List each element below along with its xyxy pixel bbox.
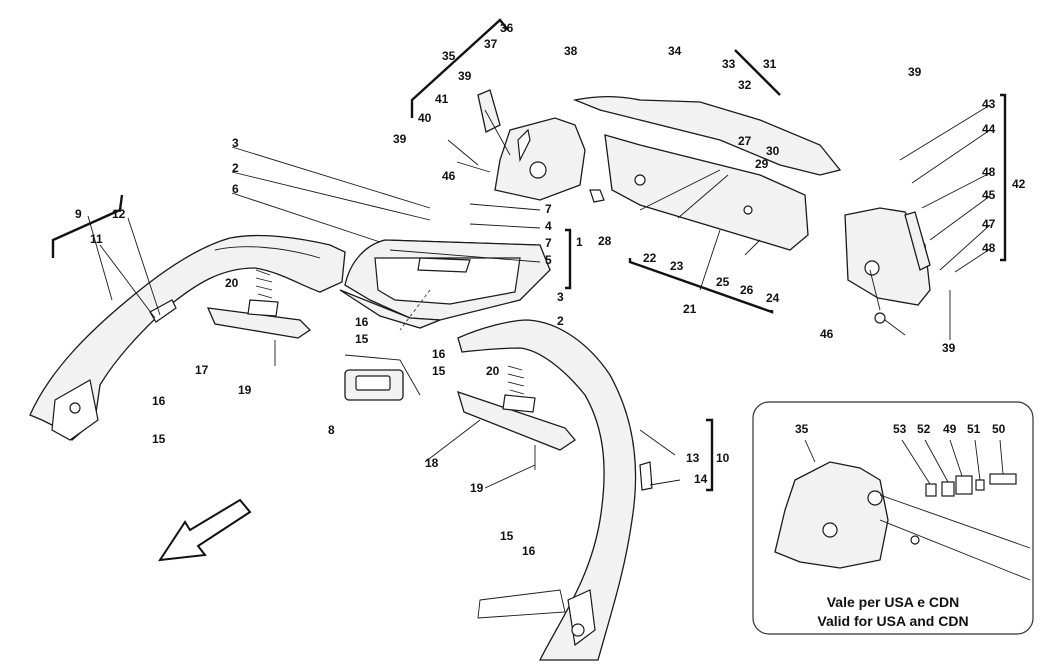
right-roof-rail [457,319,653,661]
callout-2b: 2 [557,314,564,328]
callout-48: 48 [982,165,996,179]
left-sun-visor [206,269,312,366]
callout-12: 12 [112,207,126,221]
callout-10: 10 [716,451,730,465]
callout-16c: 16 [432,347,446,361]
inset-callout-35: 35 [795,422,809,436]
callout-16: 16 [355,315,369,329]
callout-32: 32 [738,78,752,92]
callout-14: 14 [694,472,708,486]
direction-arrow [157,498,252,562]
callout-42: 42 [1012,177,1026,191]
callout-8: 8 [328,423,335,437]
callout-39: 38 [564,44,578,58]
callout-7: 7 [545,202,552,216]
leader-lines [87,104,991,489]
callout-46b: 46 [820,327,834,341]
callout-1: 1 [576,235,583,249]
callout-28: 28 [598,234,612,248]
callout-33: 33 [722,57,736,71]
right-rear-trim [844,207,931,324]
callout-3: 3 [232,136,239,150]
callout-43: 43 [982,97,996,111]
callout-35: 35 [442,49,456,63]
callout-4: 4 [545,219,552,233]
callout-17: 17 [195,363,209,377]
callout-44: 44 [982,122,996,136]
callout-48b: 48 [982,241,996,255]
left-roof-rail [29,234,346,441]
callout-21: 21 [683,302,697,316]
callout-2: 2 [232,161,239,175]
callout-15: 15 [355,332,369,346]
callout-47: 47 [982,217,996,231]
callout-36: 36 [500,21,514,35]
callout-15d: 15 [500,529,514,543]
inset-callout-50: 50 [992,422,1006,436]
inset-note-it: Vale per USA e CDN [827,594,960,610]
callout-41: 41 [435,92,449,106]
callout-5: 5 [545,253,552,267]
callout-39c: 39 [908,65,922,79]
callout-27: 27 [738,134,752,148]
callout-40: 40 [418,111,432,125]
inset-callout-51: 51 [967,422,981,436]
reading-lamp [344,354,421,401]
rear-trim-bracket [477,89,586,201]
callout-20b: 20 [486,364,500,378]
rear-shelf-panel [572,95,842,251]
callout-18: 18 [425,456,439,470]
callout-38: 39 [458,69,472,83]
callout-9: 9 [75,207,82,221]
callout-30: 30 [766,144,780,158]
callout-45: 45 [982,188,996,202]
inset-note-en: Valid for USA and CDN [817,613,968,629]
callout-labels: 35 36 37 38 39 41 40 39 46 3 2 6 7 4 7 5… [75,21,1026,558]
callout-29: 29 [755,157,769,171]
callout-19b: 19 [470,481,484,495]
callout-22: 22 [643,251,657,265]
inset-callout-49: 49 [943,422,957,436]
callout-6: 6 [232,182,239,196]
callout-16d: 16 [522,544,536,558]
callout-7b: 7 [545,236,552,250]
callout-16b: 16 [152,394,166,408]
callout-24: 24 [766,291,780,305]
callout-23: 23 [670,259,684,273]
callout-34: 34 [668,44,682,58]
callout-13: 13 [686,451,700,465]
callout-3b: 3 [557,290,564,304]
callout-46: 46 [442,169,456,183]
inset-callout-52: 52 [917,422,931,436]
callout-15c: 15 [432,364,446,378]
callout-15b: 15 [152,432,166,446]
inset-callout-53: 53 [893,422,907,436]
callout-19: 19 [238,383,252,397]
callout-11: 11 [90,232,103,246]
callout-25: 25 [716,275,730,289]
callout-26: 26 [740,283,754,297]
callout-31: 31 [763,57,777,71]
callout-39: 39 [393,132,407,146]
right-sun-visor [457,365,576,470]
callout-39d: 39 [942,341,956,355]
callout-20: 20 [225,276,239,290]
inset-detail-box: 35 53 52 49 51 50 Valid for USA and CDN … [752,401,1034,635]
center-console-tray [339,239,551,331]
callout-37: 37 [484,37,498,51]
